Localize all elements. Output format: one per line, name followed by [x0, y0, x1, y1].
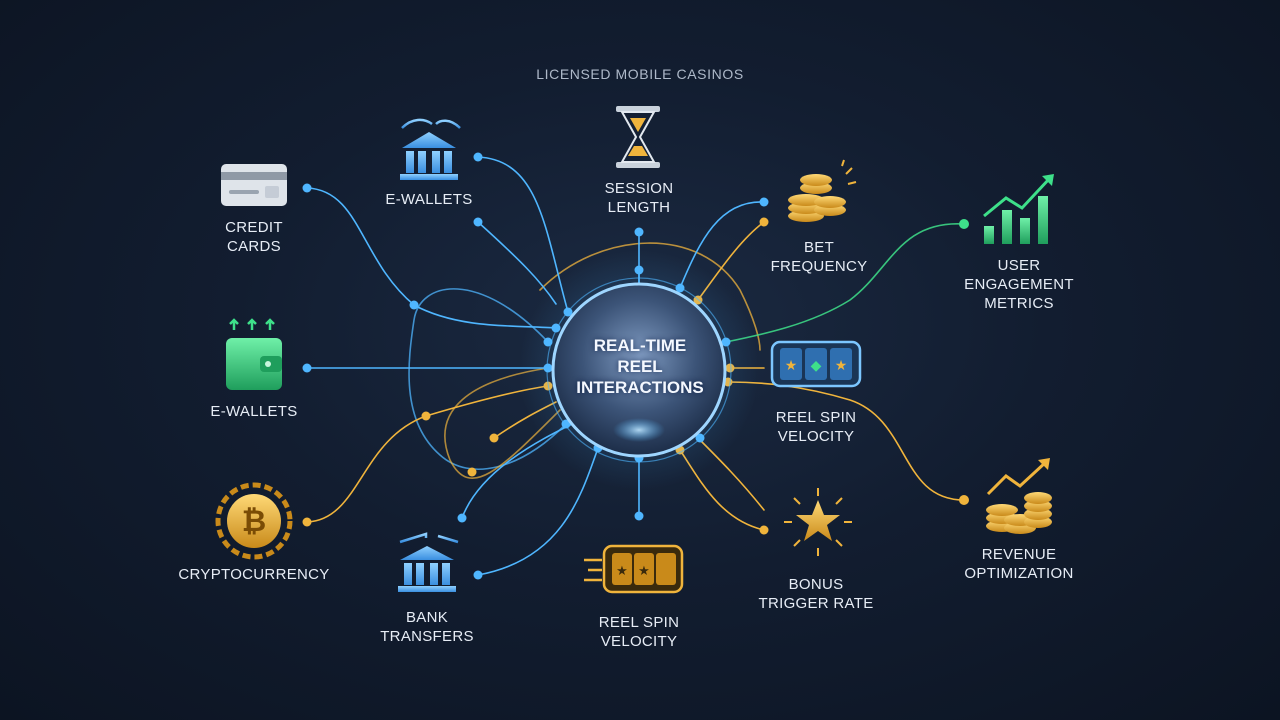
svg-text:₿: ₿: [242, 505, 266, 538]
svg-text:★: ★: [638, 563, 650, 578]
svg-text:★: ★: [616, 563, 628, 578]
node-label-bank-transfers: BANK TRANSFERS: [380, 609, 474, 645]
bank-transfer-icon: [400, 118, 461, 180]
node-label-ewallets-left: E-WALLETS: [210, 403, 298, 420]
node-label-reel-spin-right: REEL SPIN VELOCITY: [775, 409, 857, 445]
line-revenue: [727, 381, 965, 501]
node-label-cryptocurrency: CRYPTOCURRENCY: [178, 566, 330, 583]
center-orb: [519, 250, 759, 490]
center-node-label: REAL-TIME REEL INTERACTIONS: [576, 336, 704, 397]
bitcoin-icon: ₿: [215, 482, 293, 560]
node-label-session-length: SESSION LENGTH: [604, 180, 674, 216]
line-credit-cards: [306, 187, 557, 329]
node-label-user-engagement: USER ENGAGEMENT METRICS: [964, 257, 1074, 312]
node-label-revenue: REVENUE OPTIMIZATION: [964, 546, 1074, 582]
loop-gold-top: [539, 242, 761, 351]
growth-chart-icon: [983, 174, 1054, 244]
diagram-header: LICENSED MOBILE CASINOS: [536, 66, 744, 82]
credit-card-icon: [221, 164, 287, 206]
svg-text:★: ★: [785, 357, 798, 373]
wallet-icon: [226, 318, 282, 390]
svg-text:★: ★: [835, 357, 848, 373]
line-cryptocurrency: [306, 385, 549, 523]
fast-slot-reels-icon: ★ ★: [584, 544, 684, 594]
node-label-bonus-trigger: BONUS TRIGGER RATE: [758, 576, 874, 612]
loop-gold-left: [444, 367, 561, 479]
bank-icon: [398, 532, 459, 592]
hourglass-icon: [616, 106, 660, 168]
loop-blue-left: [408, 288, 567, 470]
slot-reels-icon: ★ ◆ ★: [770, 340, 862, 388]
node-label-bet-frequency: BET FREQUENCY: [770, 239, 868, 275]
node-label-reel-spin-bottom: REEL SPIN VELOCITY: [598, 614, 680, 650]
star-burst-icon: [784, 488, 852, 556]
node-label-ewallets-top: E-WALLETS: [385, 191, 473, 208]
line-ewallets-top-2: [477, 221, 557, 305]
svg-text:◆: ◆: [811, 357, 822, 373]
revenue-coins-icon: [986, 458, 1052, 534]
coin-stack-icon: [788, 159, 857, 222]
line-user-engagement: [725, 223, 965, 343]
node-label-credit-cards: CREDIT CARDS: [225, 219, 283, 255]
